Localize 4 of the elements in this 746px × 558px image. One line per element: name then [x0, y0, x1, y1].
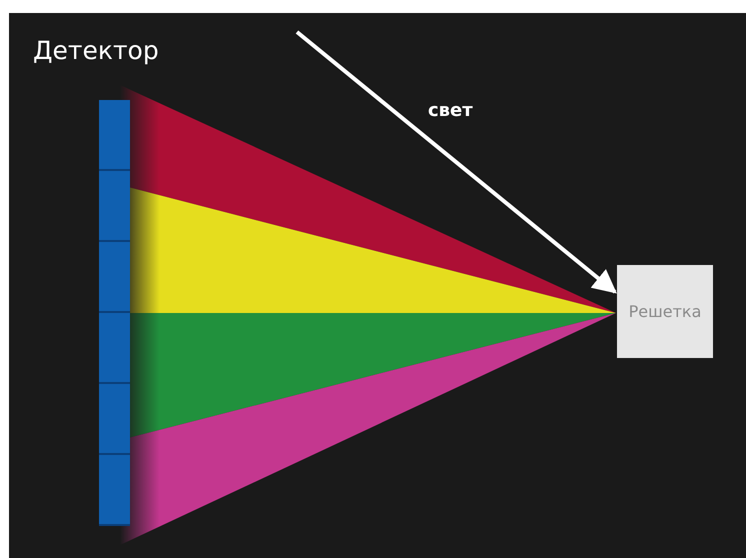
arrow	[296, 30, 617, 294]
grating-box: Решетка	[617, 265, 713, 358]
detector-label: Детектор	[33, 36, 159, 65]
edge-label: свет	[428, 100, 473, 121]
